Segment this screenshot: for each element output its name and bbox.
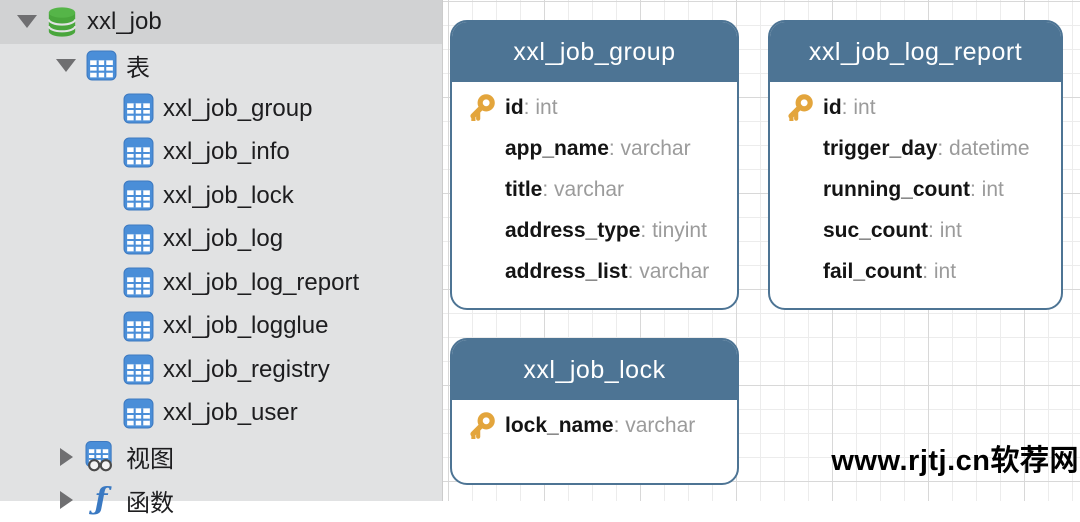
tables-folder-icon bbox=[85, 49, 117, 81]
sidebar-item-xxl-job-log-report[interactable]: xxl_job_log_report bbox=[0, 261, 442, 305]
field-row: idint bbox=[452, 87, 737, 128]
sidebar-item-views[interactable]: 视图 bbox=[0, 435, 442, 479]
table-icon bbox=[122, 136, 154, 168]
field-row: fail_countint bbox=[770, 251, 1061, 292]
sidebar-item-label: xxl_job bbox=[87, 8, 162, 36]
field-type: varchar bbox=[609, 137, 691, 161]
field-row: app_namevarchar bbox=[452, 128, 737, 169]
sidebar-item-label: xxl_job_log_report bbox=[163, 269, 359, 297]
sidebar-item-xxl-job-registry[interactable]: xxl_job_registry bbox=[0, 348, 442, 392]
sidebar-item-tables-folder[interactable]: 表 bbox=[0, 44, 442, 88]
sidebar-item-xxl-job[interactable]: xxl_job bbox=[0, 0, 442, 44]
table-card-title[interactable]: xxl_job_lock bbox=[452, 340, 737, 400]
sidebar-item-functions[interactable]: ƒ 函数 bbox=[0, 479, 442, 522]
field-row: idint bbox=[770, 87, 1061, 128]
field-type: int bbox=[970, 178, 1004, 202]
primary-key-icon bbox=[468, 94, 495, 121]
watermark-text: www.rjtj.cn软荐网 bbox=[831, 437, 1079, 479]
primary-key-icon bbox=[786, 94, 813, 121]
table-icon bbox=[122, 180, 154, 212]
sidebar-item-label: 视图 bbox=[126, 439, 174, 474]
er-diagram-canvas[interactable]: xxl_job_group idint app_namevarc bbox=[443, 0, 1080, 501]
table-card-title[interactable]: xxl_job_group bbox=[452, 22, 737, 82]
table-card-xxl-job-lock[interactable]: xxl_job_lock lock_namevarchar bbox=[450, 338, 739, 485]
sidebar-item-label: 表 bbox=[126, 48, 150, 83]
sidebar-item-xxl-job-user[interactable]: xxl_job_user bbox=[0, 392, 442, 436]
field-type: varchar bbox=[542, 178, 624, 202]
sidebar-item-xxl-job-log[interactable]: xxl_job_log bbox=[0, 218, 442, 262]
field-row: address_listvarchar bbox=[452, 251, 737, 292]
chevron-right-icon[interactable] bbox=[57, 491, 75, 509]
sidebar-item-label: xxl_job_lock bbox=[163, 182, 294, 210]
field-type: varchar bbox=[614, 414, 696, 438]
sidebar-item-label: 函数 bbox=[126, 483, 174, 518]
table-icon bbox=[122, 354, 154, 386]
functions-icon: ƒ bbox=[85, 484, 117, 516]
field-row: lock_namevarchar bbox=[452, 405, 737, 446]
field-type: int bbox=[524, 96, 558, 120]
field-name: trigger_day bbox=[823, 137, 937, 161]
field-name: lock_name bbox=[505, 414, 614, 438]
field-name: id bbox=[505, 96, 524, 120]
primary-key-icon bbox=[468, 412, 495, 439]
sidebar-item-label: xxl_job_info bbox=[163, 138, 290, 166]
table-icon bbox=[122, 93, 154, 125]
table-icon bbox=[122, 397, 154, 429]
table-icon bbox=[122, 223, 154, 255]
field-row: address_typetinyint bbox=[452, 210, 737, 251]
field-row: suc_countint bbox=[770, 210, 1061, 251]
field-name: address_type bbox=[505, 219, 640, 243]
field-name: running_count bbox=[823, 178, 970, 202]
table-icon bbox=[122, 267, 154, 299]
table-card-title[interactable]: xxl_job_log_report bbox=[770, 22, 1061, 82]
sidebar-item-xxl-job-logglue[interactable]: xxl_job_logglue bbox=[0, 305, 442, 349]
field-type: tinyint bbox=[640, 219, 707, 243]
sidebar-item-label: xxl_job_log bbox=[163, 225, 283, 253]
sidebar-item-xxl-job-info[interactable]: xxl_job_info bbox=[0, 131, 442, 175]
sidebar-item-label: xxl_job_user bbox=[163, 399, 298, 427]
sidebar-item-label: xxl_job_registry bbox=[163, 356, 330, 384]
field-name: fail_count bbox=[823, 260, 922, 284]
field-name: title bbox=[505, 178, 542, 202]
table-icon bbox=[122, 310, 154, 342]
database-icon bbox=[46, 6, 78, 38]
table-card-xxl-job-group[interactable]: xxl_job_group idint app_namevarc bbox=[450, 20, 739, 310]
table-card-xxl-job-log-report[interactable]: xxl_job_log_report idint trigger bbox=[768, 20, 1063, 310]
object-tree-sidebar: xxl_job 表 xxl_job_group bbox=[0, 0, 443, 501]
field-name: suc_count bbox=[823, 219, 928, 243]
field-row: titlevarchar bbox=[452, 169, 737, 210]
field-type: int bbox=[842, 96, 876, 120]
chevron-down-icon[interactable] bbox=[57, 56, 75, 74]
field-name: id bbox=[823, 96, 842, 120]
field-row: trigger_daydatetime bbox=[770, 128, 1061, 169]
field-name: app_name bbox=[505, 137, 609, 161]
sidebar-item-label: xxl_job_logglue bbox=[163, 312, 328, 340]
field-type: int bbox=[928, 219, 962, 243]
field-type: int bbox=[922, 260, 956, 284]
field-type: datetime bbox=[937, 137, 1029, 161]
sidebar-item-xxl-job-lock[interactable]: xxl_job_lock bbox=[0, 174, 442, 218]
chevron-down-icon[interactable] bbox=[18, 13, 36, 31]
chevron-right-icon[interactable] bbox=[57, 448, 75, 466]
views-icon bbox=[85, 441, 117, 473]
field-type: varchar bbox=[628, 260, 710, 284]
sidebar-item-label: xxl_job_group bbox=[163, 95, 312, 123]
field-row: running_countint bbox=[770, 169, 1061, 210]
sidebar-item-xxl-job-group[interactable]: xxl_job_group bbox=[0, 87, 442, 131]
field-name: address_list bbox=[505, 260, 628, 284]
